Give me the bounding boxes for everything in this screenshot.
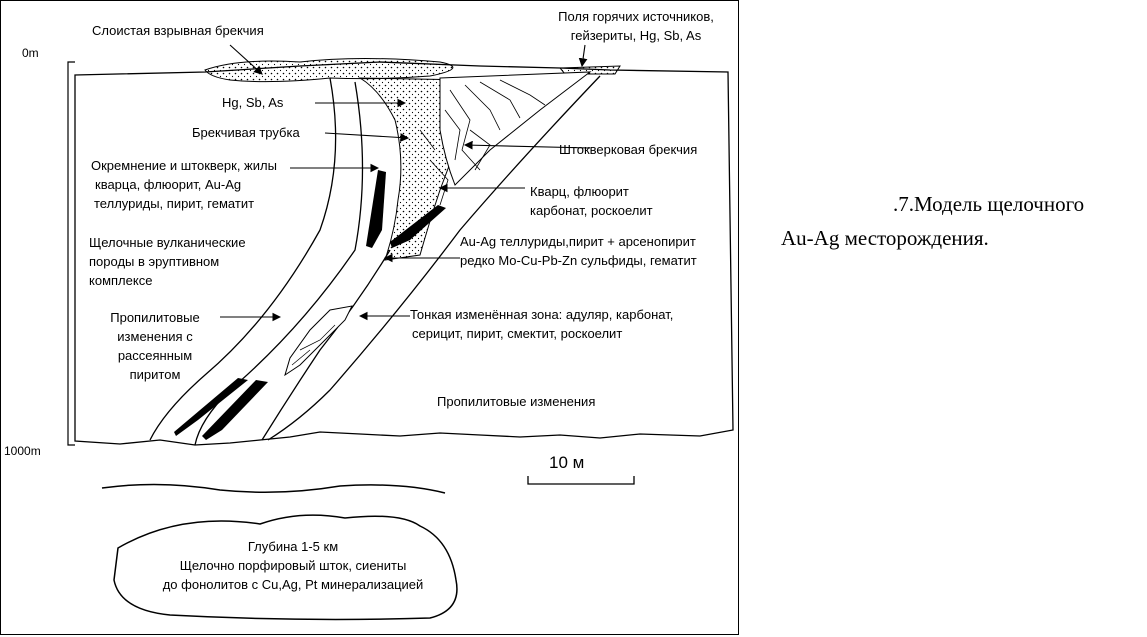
label-silicification: Окремнение и штокверк, жилы кварца, флюо… <box>91 156 277 213</box>
label-deep-line3: до фонолитов с Cu,Ag, Pt минерализацией <box>138 575 448 594</box>
label-propylitic-pyrite: Пропилитовые изменения с рассеянным пири… <box>95 308 215 384</box>
label-propylitic-line2: изменения с <box>95 327 215 346</box>
label-alkaline-rocks-line2: породы в эруптивном <box>89 252 246 271</box>
label-deep-line1: Глубина 1-5 км <box>138 537 448 556</box>
label-hot-springs: Поля горячих источников, гейзериты, Hg, … <box>546 7 726 45</box>
depth-bottom-label: 1000m <box>4 442 41 461</box>
label-propylitic-line3: рассеянным <box>95 346 215 365</box>
label-thin-zone-line2: серицит, пирит, смектит, роскоелит <box>410 324 673 343</box>
label-alkaline-rocks-line1: Щелочные вулканические <box>89 233 246 252</box>
label-hg-sb-as: Hg, Sb, As <box>222 93 283 112</box>
label-layered-breccia: Слоистая взрывная брекчия <box>92 21 264 40</box>
scale-label: 10 м <box>549 452 584 474</box>
figure-caption-line2: Au-Ag месторождения. <box>781 223 989 253</box>
label-quartz-line2: карбонат, роскоелит <box>530 201 653 220</box>
label-stockwork-breccia: Штокверковая брекчия <box>559 140 697 159</box>
label-tellurides-line2: редко Mo-Cu-Pb-Zn сульфиды, гематит <box>460 251 697 270</box>
figure-caption-line1: .7.Модель щелочного <box>893 189 1084 219</box>
depth-top-label: 0m <box>22 44 39 63</box>
label-deep-line2: Щелочно порфировый шток, сиениты <box>138 556 448 575</box>
label-tellurides-line1: Au-Ag теллуриды,пирит + арсенопирит <box>460 232 697 251</box>
label-deep-stock: Глубина 1-5 км Щелочно порфировый шток, … <box>138 537 448 594</box>
depth-scale <box>68 62 75 445</box>
scale-bar <box>528 476 634 484</box>
label-breccia-pipe: Брекчивая трубка <box>192 123 300 142</box>
label-propylitic-changes: Пропилитовые изменения <box>437 392 595 411</box>
label-silicification-line3: теллуриды, пирит, гематит <box>91 194 277 213</box>
label-thin-zone-line1: Тонкая изменённая зона: адуляр, карбонат… <box>410 305 673 324</box>
label-tellurides: Au-Ag теллуриды,пирит + арсенопирит редк… <box>460 232 697 270</box>
label-propylitic-line4: пиритом <box>95 365 215 384</box>
label-quartz: Кварц, флюорит карбонат, роскоелит <box>530 182 653 220</box>
label-hot-springs-line2: гейзериты, Hg, Sb, As <box>546 26 726 45</box>
label-quartz-line1: Кварц, флюорит <box>530 182 653 201</box>
label-silicification-line1: Окремнение и штокверк, жилы <box>91 156 277 175</box>
label-silicification-line2: кварца, флюорит, Au-Ag <box>91 175 277 194</box>
label-hot-springs-line1: Поля горячих источников, <box>546 7 726 26</box>
label-alkaline-rocks: Щелочные вулканические породы в эруптивн… <box>89 233 246 290</box>
label-thin-altered-zone: Тонкая изменённая зона: адуляр, карбонат… <box>410 305 673 343</box>
layered-breccia-layer <box>205 59 453 82</box>
label-alkaline-rocks-line3: комплексе <box>89 271 246 290</box>
label-propylitic-line1: Пропилитовые <box>95 308 215 327</box>
deep-boundary-line <box>102 484 445 493</box>
